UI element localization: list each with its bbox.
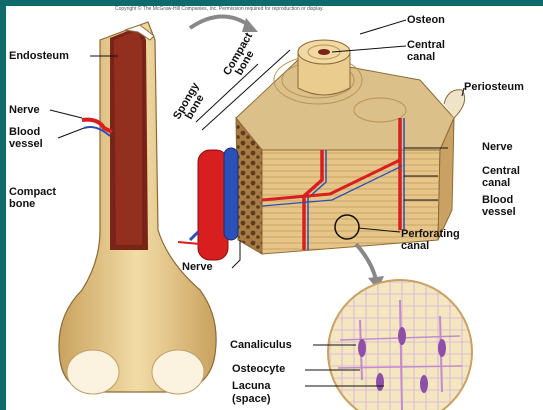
label-central-canal-right-1: Central (482, 166, 520, 177)
label-blood-vessel-right-2: vessel (482, 207, 516, 218)
copyright-notice: Copyright © The McGraw-Hill Companies, I… (115, 6, 324, 12)
label-lacuna-1: Lacuna (232, 381, 271, 392)
label-perforating-canal-1: Perforating (401, 229, 460, 240)
label-compact-bone-left-2: bone (9, 199, 35, 210)
label-nerve-right: Nerve (482, 142, 513, 153)
label-central-canal-top-1: Central (407, 40, 445, 51)
label-canaliculus: Canaliculus (230, 340, 292, 351)
label-central-canal-right-2: canal (482, 178, 510, 189)
label-compact-bone-left-1: Compact (9, 187, 56, 198)
label-blood-vessel-left-1: Blood (9, 127, 40, 138)
label-nerve-left: Nerve (9, 105, 40, 116)
label-periosteum: Periosteum (464, 82, 524, 93)
label-central-canal-top-2: canal (407, 52, 435, 63)
label-endosteum: Endosteum (9, 51, 69, 62)
label-perforating-canal-2: canal (401, 241, 429, 252)
long-bone (59, 22, 216, 394)
label-lacuna-2: (space) (232, 394, 271, 405)
label-osteon: Osteon (407, 15, 445, 26)
label-osteocyte: Osteocyte (232, 364, 285, 375)
label-nerve-bottom: Nerve (182, 262, 213, 273)
label-blood-vessel-left-2: vessel (9, 139, 43, 150)
label-blood-vessel-right-1: Blood (482, 195, 513, 206)
compact-bone-block (178, 40, 465, 260)
